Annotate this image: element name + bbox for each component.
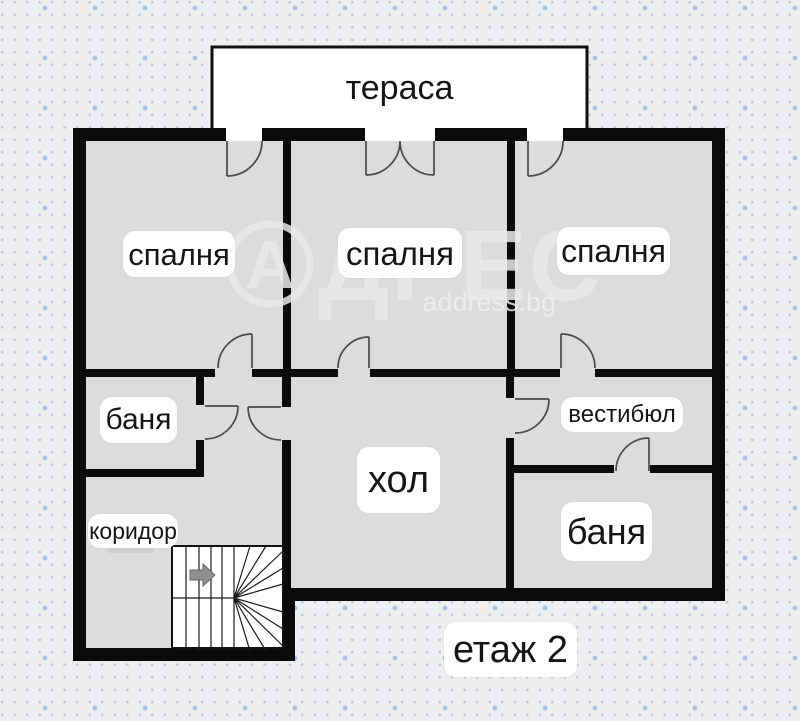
door-vestibule xyxy=(514,398,550,434)
room-label-hall: хол xyxy=(357,447,440,513)
wall-outer-bottom-right xyxy=(282,588,725,601)
door-bathroom-left xyxy=(204,405,239,440)
wall-outer-step xyxy=(282,588,295,661)
wall-bathroom-left-a xyxy=(196,377,204,405)
stairs-winder-treads xyxy=(233,545,284,652)
wall-bedrooms-bottom-d xyxy=(595,369,712,377)
wall-bedrooms-bottom-a xyxy=(86,369,215,377)
terrace-outline xyxy=(210,45,589,136)
wall-vestibule-bathroom-b xyxy=(650,465,712,473)
watermark-smudge xyxy=(108,548,154,553)
door-bedroom2 xyxy=(337,336,370,369)
door-gap-terrace-bedroom2 xyxy=(365,128,435,141)
wall-hall-left-a xyxy=(282,377,291,407)
door-terrace-bedroom2-double xyxy=(365,140,435,176)
door-hall xyxy=(247,406,282,441)
stairs-direction-arrow-icon xyxy=(189,562,216,588)
door-gap-terrace-bedroom3 xyxy=(527,128,563,141)
floor-number-label: етаж 2 xyxy=(444,622,577,677)
watermark-logo-initial: А xyxy=(245,227,294,303)
doors xyxy=(204,140,650,472)
wall-bathroom-left-b xyxy=(196,440,204,477)
wall-bedroom2-bedroom3 xyxy=(507,141,515,377)
wall-bedrooms-bottom-c xyxy=(370,369,560,377)
wall-vestibule-bathroom-a xyxy=(514,465,614,473)
room-label-bathroom-right: баня xyxy=(561,502,652,561)
stairs xyxy=(171,545,284,652)
room-label-vestibule: вестибюл xyxy=(561,397,683,432)
wall-bedrooms-bottom-b xyxy=(252,369,338,377)
stairs-treads xyxy=(172,545,284,652)
terrace-label: тераса xyxy=(345,69,454,107)
wall-outer-left xyxy=(73,128,86,661)
room-label-bedroom-right: спалня xyxy=(557,227,670,275)
door-bedroom3 xyxy=(560,333,596,369)
door-terrace-bedroom1 xyxy=(226,140,263,177)
stairs-outline xyxy=(171,545,284,649)
room-label-corridor: коридор xyxy=(88,514,178,548)
door-bedroom1 xyxy=(217,333,253,369)
building-interior xyxy=(86,141,712,648)
wall-hall-vestibule-b xyxy=(506,438,514,588)
wall-hall-left-b xyxy=(282,440,291,588)
room-label-bedroom-middle: спалня xyxy=(338,228,462,278)
door-bathroom-right xyxy=(615,437,650,472)
wall-outer-right xyxy=(712,128,725,601)
door-terrace-bedroom3 xyxy=(527,140,564,177)
stairs-straight-treads xyxy=(185,546,235,651)
terrace-door-gaps xyxy=(226,128,563,141)
wall-bedroom1-bedroom2 xyxy=(283,141,291,377)
room-label-bathroom-left: баня xyxy=(100,397,177,443)
room-label-bedroom-left: спалня xyxy=(123,231,235,277)
wall-bathroom-left-bottom xyxy=(86,469,196,477)
watermark-domain-text: address.bg xyxy=(422,287,556,317)
wall-hall-vestibule-a xyxy=(506,377,514,398)
door-gap-terrace-bedroom1 xyxy=(226,128,262,141)
wall-outer-bottom-left xyxy=(73,648,295,661)
